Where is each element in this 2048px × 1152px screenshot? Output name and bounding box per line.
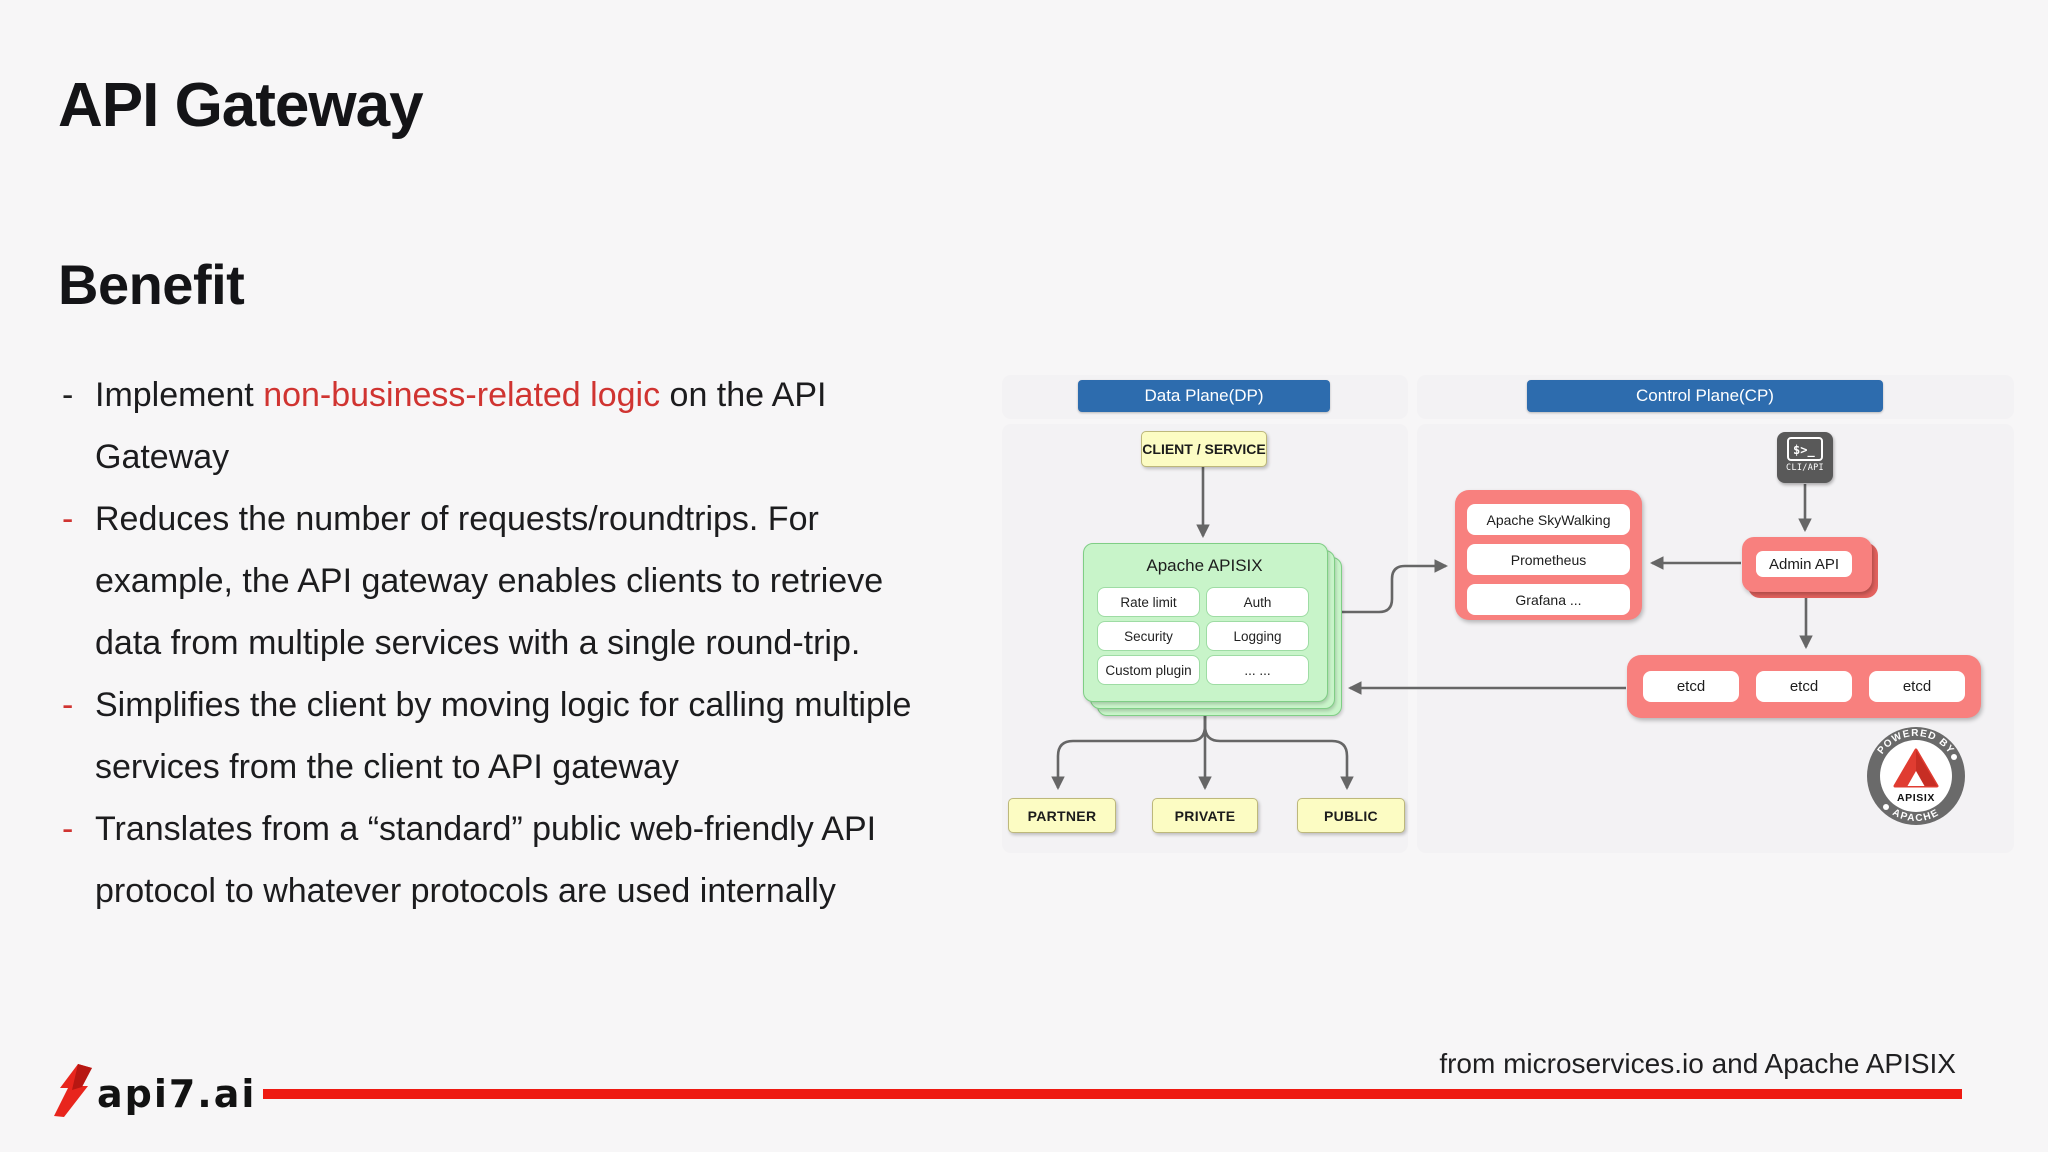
credit-text: from microservices.io and Apache APISIX xyxy=(1439,1048,1956,1079)
cli-terminal-icon: $>_ CLI/API xyxy=(1777,432,1833,483)
diagram-arrows xyxy=(1051,466,1813,791)
bullet-item: -Reduces the number of requests/roundtri… xyxy=(60,488,1020,674)
monitoring-item: Apache SkyWalking xyxy=(1467,504,1630,535)
gateway-box-partner: PARTNER xyxy=(1008,798,1116,833)
bullet-line: Simplifies the client by moving logic fo… xyxy=(95,686,912,724)
etcd-node: etcd xyxy=(1869,671,1965,702)
bullet-line: Gateway xyxy=(95,438,230,476)
bullet-dash: - xyxy=(62,810,74,848)
gateway-box-private: PRIVATE xyxy=(1152,798,1258,833)
footer-accent-line xyxy=(263,1089,1962,1099)
bullet-dash: - xyxy=(62,500,74,538)
badge-dot xyxy=(1883,804,1889,810)
plugin-chip: Logging xyxy=(1206,621,1309,651)
bullet-line: protocol to whatever protocols are used … xyxy=(95,872,836,910)
badge-name: APISIX xyxy=(1897,792,1935,804)
apisix-plugin-grid: Rate limit Auth Security Logging Custom … xyxy=(1097,587,1312,685)
plugin-chip: Security xyxy=(1097,621,1200,651)
bullet-line: data from multiple services with a singl… xyxy=(95,624,861,662)
monitoring-item: Grafana ... xyxy=(1467,584,1630,615)
plugin-chip: ... ... xyxy=(1206,655,1309,685)
section-title: Benefit xyxy=(58,253,245,316)
bullet-line: Implement non-business-related logic on … xyxy=(95,376,827,414)
bullet-line: Reduces the number of requests/roundtrip… xyxy=(95,500,819,538)
page-title: API Gateway xyxy=(58,71,424,140)
data-plane-header: Data Plane(DP) xyxy=(1078,380,1330,412)
gateway-box-public: PUBLIC xyxy=(1297,798,1405,833)
plugin-chip: Custom plugin xyxy=(1097,655,1200,685)
bullet-list: -Implement non-business-related logic on… xyxy=(60,364,1020,922)
bullet-item: -Simplifies the client by moving logic f… xyxy=(60,674,1020,798)
etcd-node: etcd xyxy=(1643,671,1739,702)
bullet-dash: - xyxy=(62,686,74,724)
plugin-chip: Rate limit xyxy=(1097,587,1200,617)
bullet-line: services from the client to API gateway xyxy=(95,748,679,786)
svg-text:APACHE: APACHE xyxy=(1891,807,1942,824)
bullet-item: -Translates from a “standard” public web… xyxy=(60,798,1020,922)
terminal-prompt: $>_ xyxy=(1787,437,1823,461)
badge-bottom-text: APACHE xyxy=(1891,807,1940,824)
terminal-label: CLI/API xyxy=(1786,463,1824,473)
apisix-logo-icon xyxy=(1893,748,1939,788)
bullet-item: -Implement non-business-related logic on… xyxy=(60,364,1020,488)
api7-bolt-icon xyxy=(54,1064,92,1117)
etcd-node: etcd xyxy=(1756,671,1852,702)
admin-api-label: Admin API xyxy=(1756,551,1852,577)
apisix-title: Apache APISIX xyxy=(1146,556,1263,575)
bullet-dash: - xyxy=(62,376,74,414)
bullet-line: example, the API gateway enables clients… xyxy=(95,562,884,600)
apisix-badge: POWERED BY APACHE APISIX xyxy=(1867,727,1965,825)
monitoring-item: Prometheus xyxy=(1467,544,1630,575)
api7-logo-text: api7.ai xyxy=(97,1072,257,1116)
plugin-chip: Auth xyxy=(1206,587,1309,617)
bullet-line: Translates from a “standard” public web-… xyxy=(95,810,877,848)
client-service-box: CLIENT / SERVICE xyxy=(1141,431,1267,467)
badge-dot xyxy=(1951,754,1957,760)
control-plane-header: Control Plane(CP) xyxy=(1527,380,1883,412)
